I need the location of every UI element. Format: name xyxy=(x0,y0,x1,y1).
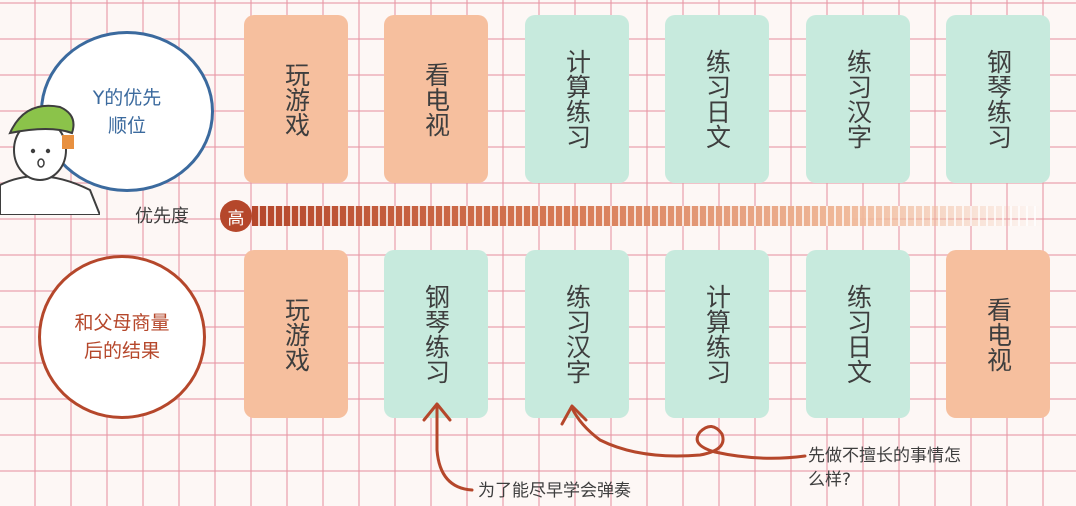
top-card-6: 钢琴练习 xyxy=(946,15,1050,183)
y-priority-label: Y的优先 顺位 xyxy=(92,86,162,137)
bottom-card-6: 看电视 xyxy=(946,250,1050,418)
kanji-arrow xyxy=(570,406,807,460)
piano-arrowhead xyxy=(422,402,452,422)
piano-reason-note: 为了能尽早学会弹奏 xyxy=(478,481,631,501)
high-priority-badge: 高 xyxy=(220,200,252,232)
bottom-card-1: 玩游戏 xyxy=(244,250,348,418)
parent-result-label: 和父母商量 后的结果 xyxy=(74,312,170,362)
y-priority-circle: Y的优先 顺位 xyxy=(40,31,214,192)
top-card-4: 练习日文 xyxy=(665,15,769,183)
top-card-1: 玩游戏 xyxy=(244,15,348,183)
top-card-5: 练习汉字 xyxy=(806,15,910,183)
bottom-card-3: 练习汉字 xyxy=(525,250,629,418)
kanji-reason-note: 先做不擅长的事情怎 么样? xyxy=(808,446,961,490)
bottom-card-2: 钢琴练习 xyxy=(384,250,488,418)
top-card-2: 看电视 xyxy=(384,15,488,183)
kanji-arrowhead xyxy=(560,404,588,426)
bottom-card-4: 计算练习 xyxy=(665,250,769,418)
child-character-illustration xyxy=(0,104,100,215)
priority-gradient-bar xyxy=(252,206,1042,226)
priority-label: 优先度 xyxy=(135,206,189,227)
piano-arrow xyxy=(435,403,474,492)
parent-result-circle: 和父母商量 后的结果 xyxy=(38,255,206,419)
top-card-3: 计算练习 xyxy=(525,15,629,183)
bottom-card-5: 练习日文 xyxy=(806,250,910,418)
